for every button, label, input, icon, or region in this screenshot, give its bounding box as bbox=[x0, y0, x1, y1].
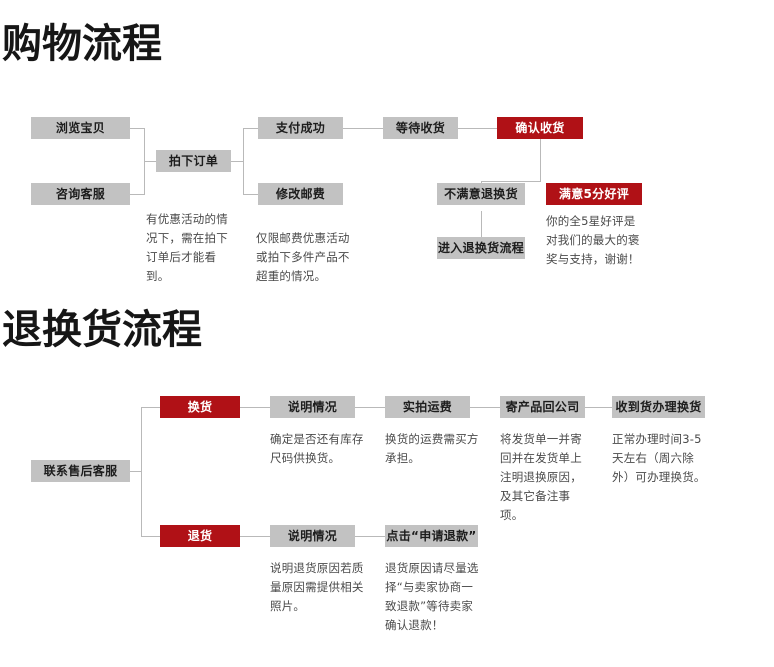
caption-received-process-note: 正常办理时间3-5天左右（周六除外）可办理换货。 bbox=[612, 432, 706, 484]
connector-contact-right bbox=[130, 471, 141, 472]
caption-modify-shipping-note: 仅限邮费优惠活动或拍下多件产品不超重的情况。 bbox=[256, 231, 350, 283]
caption-refund-explain-note: 说明退货原因若质量原因需提供相关照片。 bbox=[270, 561, 364, 613]
connector-to-exchange bbox=[141, 407, 160, 408]
connector-consult-right bbox=[130, 194, 144, 195]
connector-wait-to-confirm bbox=[458, 128, 497, 129]
box-dissatisfied-return[interactable]: 不满意退换货 bbox=[437, 183, 525, 205]
connector-refund-to-explain bbox=[240, 536, 270, 537]
caption-send-back-note: 将发货单一并寄回并在发货单上注明退换原因，及其它备注事项。 bbox=[500, 432, 582, 522]
box-place-order[interactable]: 拍下订单 bbox=[156, 150, 231, 172]
box-enter-return-flow[interactable]: 进入退换货流程 bbox=[437, 237, 525, 259]
connector-place-order-right bbox=[231, 161, 243, 162]
connector-explain-to-click-refund bbox=[355, 536, 385, 537]
box-send-product-back[interactable]: 寄产品回公司 bbox=[500, 396, 585, 418]
connector-pay-to-wait bbox=[343, 128, 383, 129]
box-satisfied-five-star-review[interactable]: 满意5分好评 bbox=[546, 183, 642, 205]
caption-review-note: 你的全5星好评是对我们的最大的褒奖与支持，谢谢！ bbox=[546, 214, 640, 266]
box-refund[interactable]: 退货 bbox=[160, 525, 240, 547]
box-browse-treasure[interactable]: 浏览宝贝 bbox=[31, 117, 130, 139]
connector-to-place-order bbox=[144, 161, 156, 162]
box-consult-service[interactable]: 咨询客服 bbox=[31, 183, 130, 205]
box-click-apply-refund[interactable]: 点击“申请退款” bbox=[385, 525, 478, 547]
box-exchange-explain-situation[interactable]: 说明情况 bbox=[270, 396, 355, 418]
box-received-process-exchange[interactable]: 收到货办理换货 bbox=[612, 396, 705, 418]
connector-browse-right bbox=[130, 128, 144, 129]
box-confirm-receive[interactable]: 确认收货 bbox=[497, 117, 583, 139]
connector-right-bracket bbox=[243, 128, 244, 195]
connector-to-modify-shipping bbox=[243, 194, 258, 195]
connector-to-refund bbox=[141, 536, 160, 537]
connector-shipping-to-sendback bbox=[470, 407, 500, 408]
connector-to-pay-success bbox=[243, 128, 258, 129]
box-modify-shipping-fee[interactable]: 修改邮费 bbox=[258, 183, 343, 205]
connector-exchange-to-explain bbox=[240, 407, 270, 408]
shopping-section-title: 购物流程 bbox=[2, 21, 162, 67]
connector-returns-bracket bbox=[141, 407, 142, 536]
connector-confirm-split bbox=[481, 181, 541, 182]
box-refund-explain-situation[interactable]: 说明情况 bbox=[270, 525, 355, 547]
box-contact-after-sales-service[interactable]: 联系售后客服 bbox=[31, 460, 130, 482]
box-exchange[interactable]: 换货 bbox=[160, 396, 240, 418]
box-wait-receive[interactable]: 等待收货 bbox=[383, 117, 458, 139]
caption-place-order-note: 有优惠活动的情况下，需在拍下订单后才能看到。 bbox=[146, 212, 228, 283]
caption-click-refund-note: 退货原因请尽量选择“与卖家协商一致退款”等待卖家确认退款！ bbox=[385, 561, 479, 632]
returns-section-title: 退换货流程 bbox=[2, 307, 202, 353]
connector-explain-to-shipping bbox=[355, 407, 385, 408]
caption-exchange-shipping-note: 换货的运费需买方承担。 bbox=[385, 432, 479, 465]
connector-confirm-down bbox=[540, 139, 541, 181]
connector-dissatisfied-down bbox=[481, 211, 482, 237]
connector-sendback-to-received bbox=[585, 407, 612, 408]
box-actual-shipping-fee[interactable]: 实拍运费 bbox=[385, 396, 470, 418]
caption-exchange-explain-note: 确定是否还有库存尺码供换货。 bbox=[270, 432, 364, 465]
box-pay-success[interactable]: 支付成功 bbox=[258, 117, 343, 139]
